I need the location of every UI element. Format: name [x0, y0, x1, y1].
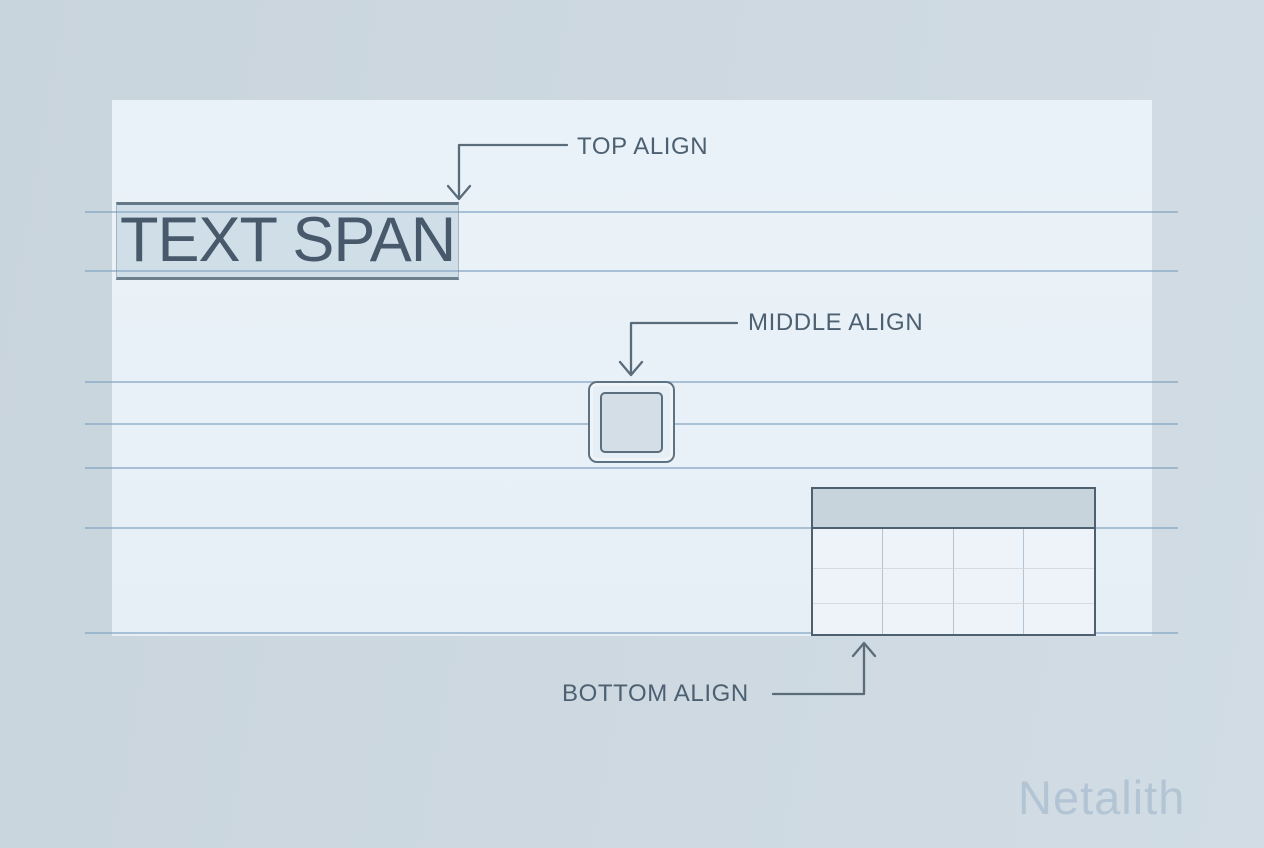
text-span-box: TEXT SPAN	[116, 202, 459, 280]
ruled-line	[85, 527, 1178, 529]
middle-align-label: MIDDLE ALIGN	[748, 309, 924, 336]
ruled-line	[85, 270, 1178, 272]
table-header-row	[813, 489, 1094, 529]
ruled-line	[85, 211, 1178, 213]
table-cell	[883, 569, 954, 604]
table-cell	[954, 604, 1024, 634]
bottom-align-arrowhead-icon	[851, 641, 877, 658]
bottom-align-leader	[771, 644, 866, 696]
bottom-align-table	[811, 487, 1096, 636]
table-cell	[953, 529, 1024, 569]
table-cell	[953, 569, 1024, 604]
table-cell	[1024, 604, 1094, 634]
table-cell	[813, 569, 884, 604]
text-span-label: TEXT SPAN	[120, 205, 456, 275]
ruled-line	[85, 632, 1178, 634]
top-align-label: TOP ALIGN	[577, 133, 709, 160]
table-cell	[813, 604, 884, 634]
middle-align-square	[588, 381, 675, 463]
table-cell	[883, 604, 954, 634]
table-cell	[813, 529, 884, 569]
watermark: Netalith	[1018, 771, 1186, 824]
table-cell	[883, 529, 954, 569]
middle-align-square-inner	[600, 391, 663, 453]
table-body	[813, 529, 1094, 634]
bottom-align-label: BOTTOM ALIGN	[562, 680, 749, 707]
table-cell	[1023, 529, 1094, 569]
ruled-line	[85, 467, 1178, 469]
table-cell	[1023, 569, 1094, 604]
